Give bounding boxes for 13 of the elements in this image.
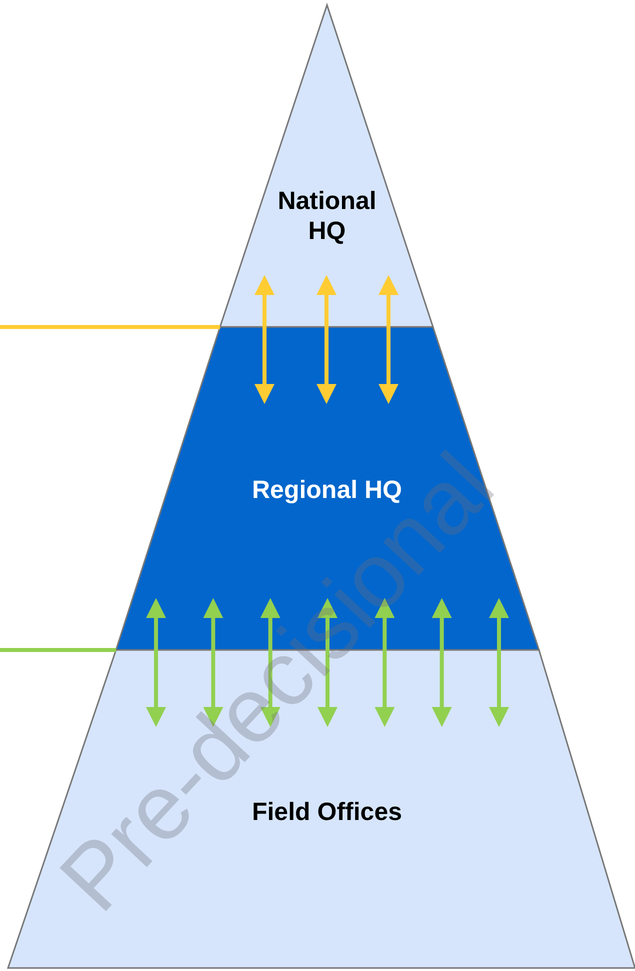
double-arrow [316, 275, 336, 404]
double-arrow [254, 275, 274, 404]
pyramid-top-tier [220, 5, 433, 327]
double-arrow [318, 598, 338, 727]
connector-line [0, 648, 116, 652]
double-arrow [432, 598, 452, 727]
double-arrow [378, 275, 398, 404]
double-arrow [260, 598, 280, 727]
tier-label: National HQ [276, 186, 378, 246]
double-arrow [146, 598, 166, 727]
double-arrow [374, 598, 395, 727]
double-arrow [488, 598, 509, 727]
connector-line [0, 325, 220, 329]
